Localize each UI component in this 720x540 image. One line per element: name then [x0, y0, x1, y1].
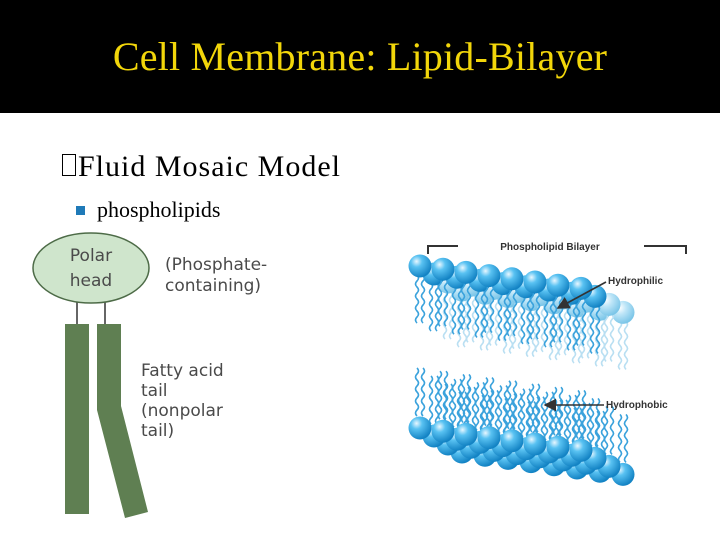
lipid-head-sphere: [409, 255, 432, 278]
hydrophilic-label: Hydrophilic: [608, 276, 663, 287]
lipid-tail: [577, 390, 580, 438]
lipid-tail: [619, 321, 622, 369]
lipid-head-sphere: [524, 271, 547, 294]
lipid-tail: [611, 313, 614, 361]
lipid-head-sphere: [524, 433, 547, 456]
lipid-tail: [583, 390, 586, 438]
lipid-tail: [619, 414, 622, 462]
head-note-line1: (Phosphate-: [165, 255, 267, 275]
lipid-tail: [499, 386, 502, 434]
lipid-tail: [625, 414, 628, 462]
box-bullet-icon: [62, 154, 76, 176]
lipid-tail: [605, 313, 608, 361]
tail-label-line4: tail): [141, 421, 174, 441]
phospholipid-diagram: Polar head (Phosphate- containing) Fatty…: [30, 228, 320, 528]
lipid-head-sphere: [501, 429, 524, 452]
lipid-tail: [545, 392, 548, 440]
lipid-tail: [422, 368, 425, 416]
lipid-tail: [485, 378, 488, 426]
bullet-level1: Fluid Mosaic Model: [62, 150, 341, 184]
lipid-tail: [468, 374, 471, 422]
lipid-tail: [476, 382, 479, 430]
lipid-tail: [514, 381, 517, 429]
lipid-tail: [439, 371, 442, 419]
lipid-tail: [560, 387, 563, 435]
lipid-head-sphere: [432, 258, 455, 281]
bullet-level2-text: phospholipids: [97, 197, 220, 223]
lipid-tail: [522, 389, 525, 437]
polar-head-shape: [33, 233, 149, 303]
bilayer-body: [409, 255, 635, 486]
lipid-head-sphere: [478, 264, 501, 287]
lipid-tail: [445, 371, 448, 419]
lipid-head-sphere: [455, 261, 478, 284]
lipid-tail: [422, 275, 425, 323]
tail-label-line1: Fatty acid: [141, 361, 224, 381]
lipid-head-sphere: [570, 439, 593, 462]
bracket-right: [644, 246, 686, 254]
lipid-tail: [625, 321, 628, 369]
lipid-head-sphere: [547, 274, 570, 297]
head-note-line2: containing): [165, 276, 261, 296]
lipid-head-sphere: [547, 436, 570, 459]
straight-tail-shape: [65, 324, 89, 514]
lipid-tail: [531, 384, 534, 432]
title-bar: Cell Membrane: Lipid-Bilayer: [0, 0, 720, 113]
bilayer-diagram: Phospholipid Bilayer Hydrophilic Hydroph…: [400, 232, 700, 528]
lipid-tail: [605, 406, 608, 454]
bullet-level2: phospholipids: [76, 197, 220, 223]
tail-label-line3: (nonpolar: [141, 401, 223, 421]
head-label-line1: Polar: [70, 246, 112, 266]
tail-label-line2: tail: [141, 381, 168, 401]
lipid-head-sphere: [478, 426, 501, 449]
lipid-tail: [430, 283, 433, 331]
bracket-left: [428, 246, 458, 254]
lipid-tail: [453, 379, 456, 427]
lipid-tail: [508, 381, 511, 429]
lipid-tail: [491, 378, 494, 426]
lipid-tail: [416, 368, 419, 416]
lipid-tail: [416, 275, 419, 323]
bilayer-label: Phospholipid Bilayer: [500, 242, 600, 253]
square-bullet-icon: [76, 206, 85, 215]
lipid-tail: [462, 374, 465, 422]
lipid-head-sphere: [501, 267, 524, 290]
lipid-tail: [537, 384, 540, 432]
lipid-head-sphere: [455, 423, 478, 446]
bullet-level1-text: Fluid Mosaic Model: [78, 150, 341, 184]
lipid-tail: [568, 395, 571, 443]
lipid-head-sphere: [432, 420, 455, 443]
lipid-head-sphere: [409, 417, 432, 440]
hydrophobic-label: Hydrophobic: [606, 400, 668, 411]
slide-title: Cell Membrane: Lipid-Bilayer: [113, 33, 607, 80]
lipid-tail: [430, 376, 433, 424]
head-label-line2: head: [70, 271, 112, 291]
lipid-tail: [611, 406, 614, 454]
lipid-tail: [554, 387, 557, 435]
